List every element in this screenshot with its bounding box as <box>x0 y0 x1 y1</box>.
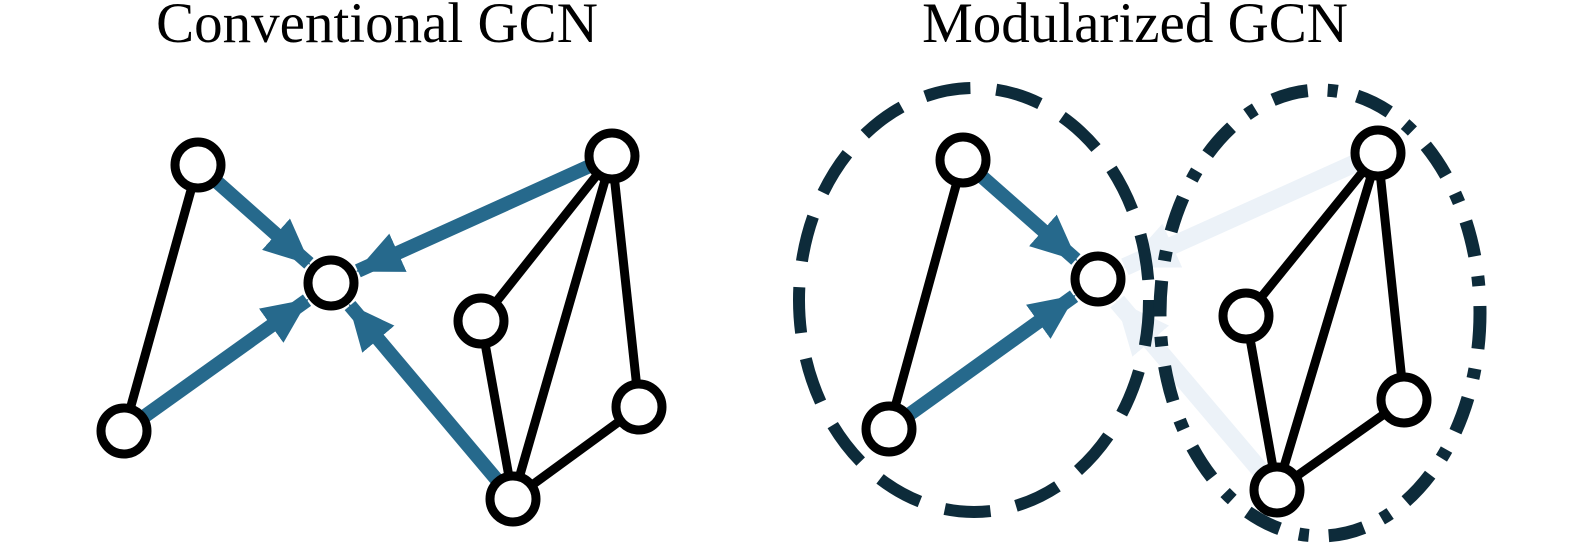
graph-node-p2-c2-bottom <box>1249 462 1305 518</box>
message-arrow-p2-c1-top-to-p2-c1-center <box>978 172 1081 265</box>
graph-node-p1-mid-right <box>453 293 509 349</box>
graph-node-p2-c1-center <box>1070 251 1126 307</box>
graph-edge-p1-top-left-p1-bottom-left <box>119 163 203 433</box>
message-arrow-p1-bottom-left-to-p1-center <box>141 294 312 422</box>
graph-node-p2-c1-bottom <box>861 401 917 457</box>
graph-node-p1-top-right <box>584 128 640 184</box>
graph-edge-p1-mid-right-p1-bottom-right <box>476 320 518 500</box>
panel-modularized-gcn <box>793 82 1487 543</box>
graph-edge-p2-c1-top-p2-c1-bottom <box>884 158 968 431</box>
graph-node-p1-top-left <box>170 137 226 193</box>
graph-node-p1-right <box>611 379 667 435</box>
message-arrow-p1-top-left-to-p1-center <box>213 177 314 269</box>
graph-edge-p1-top-right-p1-bottom-right <box>508 154 617 501</box>
graph-edge-p1-top-right-p1-mid-right <box>477 153 616 324</box>
message-arrow-p2-c1-bottom-to-p2-c1-center <box>906 290 1079 420</box>
right-panel-title: Modularized GCN <box>922 0 1348 55</box>
community-2-outline <box>1153 83 1487 543</box>
graph-edge-p2-c2-top-p2-c2-bottom <box>1272 151 1383 492</box>
graph-node-p1-bottom-right <box>485 471 541 527</box>
blocked-arrow-p2-c2-top-to-p2-c1-center <box>1121 155 1358 276</box>
message-arrow-p1-top-right-to-p1-center <box>354 160 591 278</box>
graph-edge-p2-c2-mid-p2-c2-bottom <box>1241 315 1282 491</box>
blocked-arrow-p2-c2-bottom-to-p2-c1-center <box>1110 295 1267 476</box>
graph-node-p2-c1-top <box>935 132 991 188</box>
graph-node-p1-center <box>303 255 359 311</box>
graph-node-p2-c2-top <box>1350 125 1406 181</box>
graph-edge-p1-top-right-p1-right <box>607 155 644 408</box>
graph-node-p1-bottom-left <box>96 403 152 459</box>
graph-edge-p2-c2-top-p2-c2-right <box>1373 152 1409 401</box>
message-arrow-p1-bottom-right-to-p1-center <box>344 301 502 484</box>
graph-node-p2-c2-mid <box>1218 288 1274 344</box>
panel-conventional-gcn <box>96 128 667 527</box>
graph-edge-p2-c2-top-p2-c2-mid <box>1242 150 1382 319</box>
graph-node-p2-c2-right <box>1376 372 1432 428</box>
left-panel-title: Conventional GCN <box>156 0 598 55</box>
community-1-outline <box>793 82 1155 518</box>
